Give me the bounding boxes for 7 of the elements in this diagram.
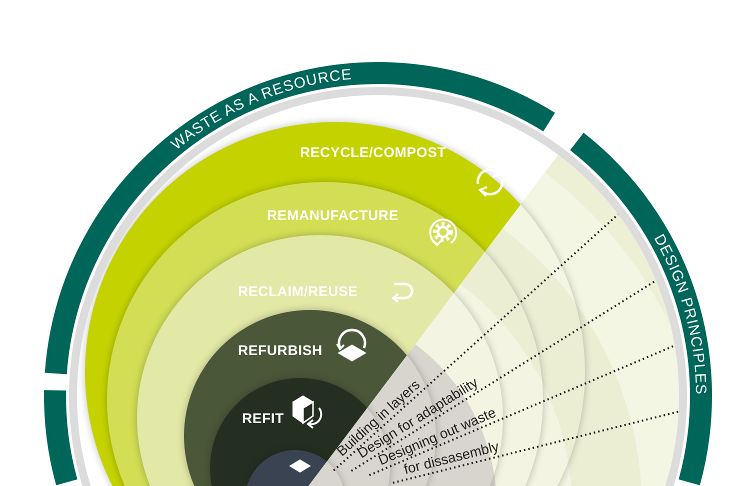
stage-label: REMANUFACTURE [267,207,398,223]
ring-band [44,62,555,374]
stage-label: REFURBISH [238,342,322,358]
stage-label: RECLAIM/REUSE [238,283,358,299]
ring-segment [44,390,78,486]
stage-label: REFIT [242,410,284,426]
stage-label: RECYCLE/COMPOST [300,144,446,160]
